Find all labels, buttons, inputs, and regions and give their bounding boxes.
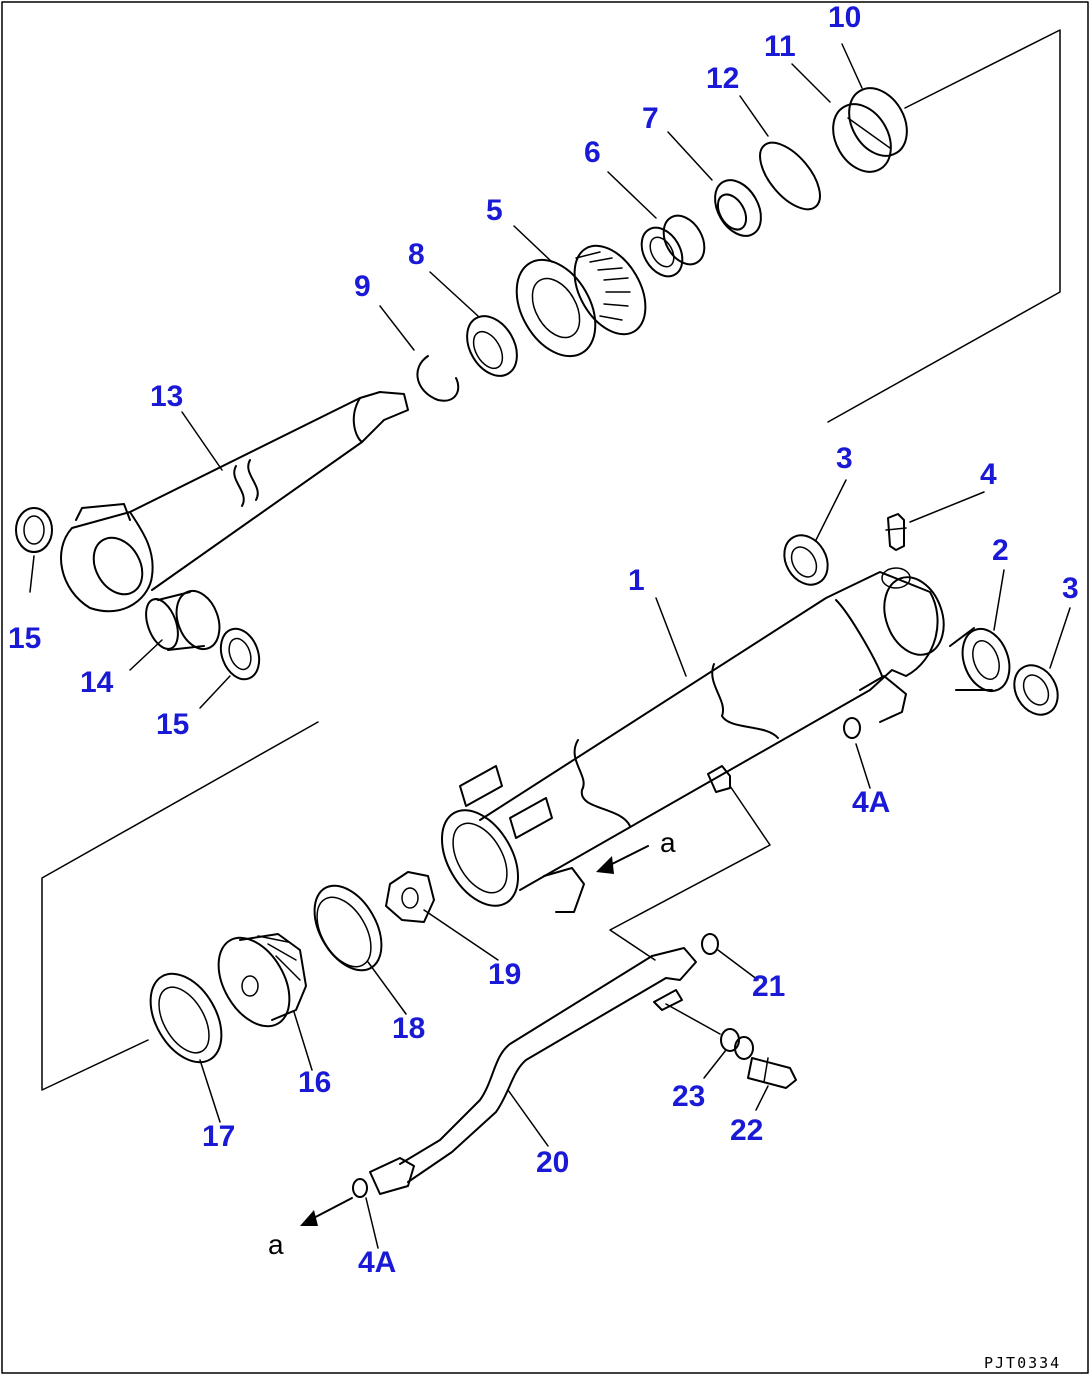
part-1-cylinder <box>441 567 945 913</box>
part-5-piston <box>515 244 647 358</box>
callout-3-upper: 3 <box>836 442 853 475</box>
part-4a-oring-upper <box>843 717 861 739</box>
callout-19: 19 <box>488 958 521 991</box>
callout-6: 6 <box>584 136 601 169</box>
callout-7: 7 <box>642 102 659 135</box>
arrow-label-a-upper: a <box>660 827 676 858</box>
callout-5: 5 <box>486 194 503 227</box>
part-8-ring <box>466 315 518 377</box>
part-16-piston <box>217 933 307 1028</box>
callout-18: 18 <box>392 1012 425 1045</box>
group-line-tube <box>609 785 771 961</box>
callout-15-lower: 15 <box>156 708 189 741</box>
part-22-bolt <box>747 1057 797 1089</box>
drawing-code: PJT0334 <box>984 1354 1061 1372</box>
callout-23: 23 <box>672 1080 705 1113</box>
callout-11: 11 <box>764 30 796 63</box>
part-3-dust-seal-right <box>1013 664 1059 716</box>
callout-8: 8 <box>408 238 425 271</box>
arrow-label-a-lower: a <box>268 1229 284 1260</box>
callout-10: 10 <box>828 1 861 34</box>
callout-15-upper: 15 <box>8 622 41 655</box>
callout-3-right: 3 <box>1062 572 1079 605</box>
callout-1: 1 <box>628 564 645 597</box>
callout-2: 2 <box>992 534 1009 567</box>
callout-4: 4 <box>980 458 997 491</box>
part-13-piston-rod <box>60 391 409 613</box>
part-14-bushing <box>145 589 221 651</box>
callout-22: 22 <box>730 1114 763 1147</box>
callout-13: 13 <box>150 380 183 413</box>
group-line-upper <box>827 29 1061 423</box>
callout-9: 9 <box>354 270 371 303</box>
group-line-lower <box>41 721 319 1091</box>
part-15-dust-seal-upper <box>15 507 53 553</box>
callout-4a-upper: 4A <box>852 786 890 819</box>
part-9-snap-ring <box>416 355 460 402</box>
part-15-dust-seal-lower <box>219 627 261 681</box>
callout-14: 14 <box>80 666 114 699</box>
callout-21: 21 <box>752 970 785 1003</box>
callout-16: 16 <box>298 1066 331 1099</box>
part-2-bushing <box>949 627 1011 692</box>
part-21-oring <box>701 933 719 955</box>
part-18-ring <box>313 884 383 972</box>
callout-12: 12 <box>706 62 739 95</box>
part-23-washer <box>720 1028 754 1060</box>
part-19-nut <box>385 871 435 923</box>
part-3-dust-seal-upper <box>783 534 829 586</box>
callout-17: 17 <box>202 1120 235 1153</box>
part-17-seal <box>149 972 223 1064</box>
arrow-a-upper-head <box>596 856 614 874</box>
arrow-a-lower-head <box>300 1210 318 1226</box>
callout-20: 20 <box>536 1146 569 1179</box>
part-10-ring <box>832 87 908 173</box>
callout-4a-lower: 4A <box>358 1246 396 1279</box>
part-6-bushing <box>640 214 706 278</box>
part-7-ring <box>714 179 762 237</box>
part-4-grease-fitting <box>885 513 907 551</box>
part-20-hose <box>369 947 697 1195</box>
part-4a-oring-lower <box>352 1178 368 1198</box>
part-12-oring <box>759 141 821 211</box>
leader-lines <box>29 43 1071 1249</box>
